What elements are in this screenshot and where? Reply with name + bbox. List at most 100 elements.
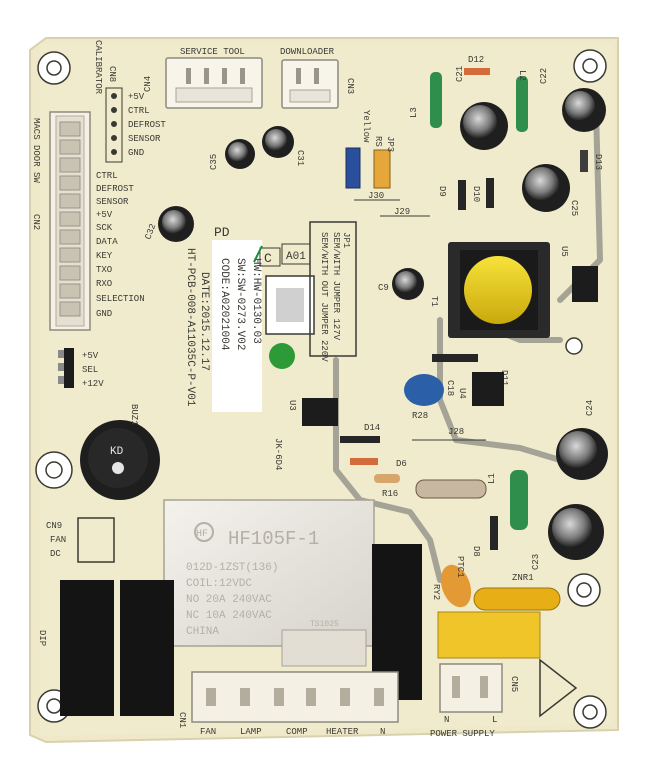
c23-label: C23	[531, 554, 541, 570]
yellow-label: Yellow	[361, 110, 371, 143]
c31-label: C31	[295, 150, 305, 166]
u3-label: U3	[287, 400, 297, 411]
relay-brand: HF105F-1	[228, 528, 319, 550]
c22-label: C22	[539, 68, 549, 84]
d12-label: D12	[468, 55, 484, 65]
cn2-pin-label: SCK	[96, 223, 113, 233]
jumper-note-box	[309, 221, 357, 357]
d13-label: D13	[593, 154, 603, 170]
relay-country: CHINA	[186, 626, 219, 638]
cn8-label: CN8	[107, 66, 117, 82]
qc-sticker	[269, 343, 295, 369]
ry2-label: RY2	[431, 584, 441, 600]
cn2-pin-label: DEFROST	[96, 184, 134, 194]
cn1-pin-label: FAN	[200, 727, 216, 737]
cn2-pin-label: CTRL	[96, 171, 118, 181]
relay-left-1	[60, 580, 114, 716]
cn8-pin-label: SENSOR	[128, 134, 161, 144]
jp3-label: JP3	[385, 136, 395, 152]
cn1-pin-label: LAMP	[240, 727, 262, 737]
r28-label: R28	[412, 411, 428, 421]
buzzer-text: KD	[110, 446, 124, 458]
cn2-connector	[49, 111, 91, 331]
sel-header	[58, 348, 74, 388]
cn2-pin-label: GND	[96, 309, 112, 319]
pd-mark: PD	[214, 225, 230, 240]
cn9-fan-label: FAN	[50, 535, 66, 545]
c18-label: C18	[445, 380, 455, 396]
buz1-label: BUZ1	[129, 404, 139, 426]
l3-label: L3	[409, 107, 419, 118]
jumper-rs	[345, 147, 391, 189]
d14-label: D14	[364, 423, 380, 433]
relay-cert: TS1025	[310, 620, 339, 629]
capacitor-c9	[392, 268, 424, 300]
mcu-chip	[276, 288, 304, 322]
firmware-sticker	[212, 240, 262, 412]
znr1-label: ZNR1	[512, 573, 534, 583]
cn2-pin-label: DATA	[96, 237, 118, 247]
r16-label: R16	[382, 489, 398, 499]
diode-d6	[350, 458, 378, 465]
u4-label: U4	[457, 388, 467, 399]
cn5-label: CN5	[509, 676, 519, 692]
diode-d10	[486, 178, 494, 208]
inductor-l1	[510, 470, 528, 530]
capacitor-c24	[556, 428, 608, 480]
jp1-label: JP1	[341, 232, 351, 248]
cn1-pin-label: COMP	[286, 727, 308, 737]
c21-label: C21	[455, 66, 465, 82]
cn1-pin-label: N	[380, 727, 385, 737]
u5-label: U5	[559, 246, 569, 257]
capacitor-c22	[562, 88, 606, 132]
capacitor-c31	[262, 126, 294, 158]
ptc1-label: PTC1	[455, 556, 465, 578]
sel-pin-label: +5V	[82, 351, 99, 361]
sel-pin-label: SEL	[82, 365, 98, 375]
cn1-connector	[191, 671, 399, 723]
relay-main	[163, 499, 375, 667]
capacitor-c32	[158, 206, 194, 242]
cn4-label: CN4	[143, 76, 153, 92]
cn5-l-label: L	[492, 715, 497, 725]
resistor-r16	[374, 474, 400, 483]
macs-door-label: MACS DOOR SW	[31, 118, 41, 183]
sticker-code: CODE:A02021004	[218, 258, 230, 351]
c24-label: C24	[585, 400, 595, 416]
d10-label: D10	[471, 186, 481, 202]
cn4-connector	[165, 57, 263, 109]
downloader-label: DOWNLOADER	[280, 47, 335, 57]
jk-label: JK-6D4	[273, 438, 283, 470]
cn2-pin-label: TXO	[96, 265, 112, 275]
cn9-outline	[77, 517, 115, 563]
chip-u4	[472, 372, 504, 406]
c-mark: C	[264, 251, 272, 266]
cn8-pin-labels: +5V CTRL DEFROST SENSOR GND	[128, 92, 166, 158]
d6-label: D6	[396, 459, 407, 469]
capacitor-c18	[404, 374, 444, 406]
cn8-pin-label: GND	[128, 148, 144, 158]
diode-d8	[490, 516, 498, 550]
l2-label: L2	[517, 70, 527, 81]
pcb-date: DATE:2015.12.17	[198, 272, 210, 371]
capacitor-c21	[460, 102, 508, 150]
cn5-connector	[439, 663, 503, 713]
inductor-l2	[516, 76, 528, 132]
j28-label: J28	[448, 427, 464, 437]
relay-logo: HF	[196, 529, 208, 540]
cn2-pin-label: SELECTION	[96, 294, 145, 304]
pcb-id: HT-PCB-008-A11035C-P-V01	[184, 248, 196, 407]
chip-u5	[572, 266, 598, 302]
diode-d11	[432, 354, 478, 362]
relay-model: 012D-1ZST(136)	[186, 562, 278, 574]
relay-left-2	[120, 580, 174, 716]
cn9-label: CN9	[46, 521, 62, 531]
power-supply-label: POWER SUPPLY	[430, 729, 495, 739]
chip-u3	[302, 398, 338, 426]
t1-label: T1	[429, 296, 439, 307]
cn2-pin-label: +5V	[96, 210, 113, 220]
a01-mark: A01	[286, 251, 306, 263]
cn1-label: CN1	[177, 712, 187, 728]
